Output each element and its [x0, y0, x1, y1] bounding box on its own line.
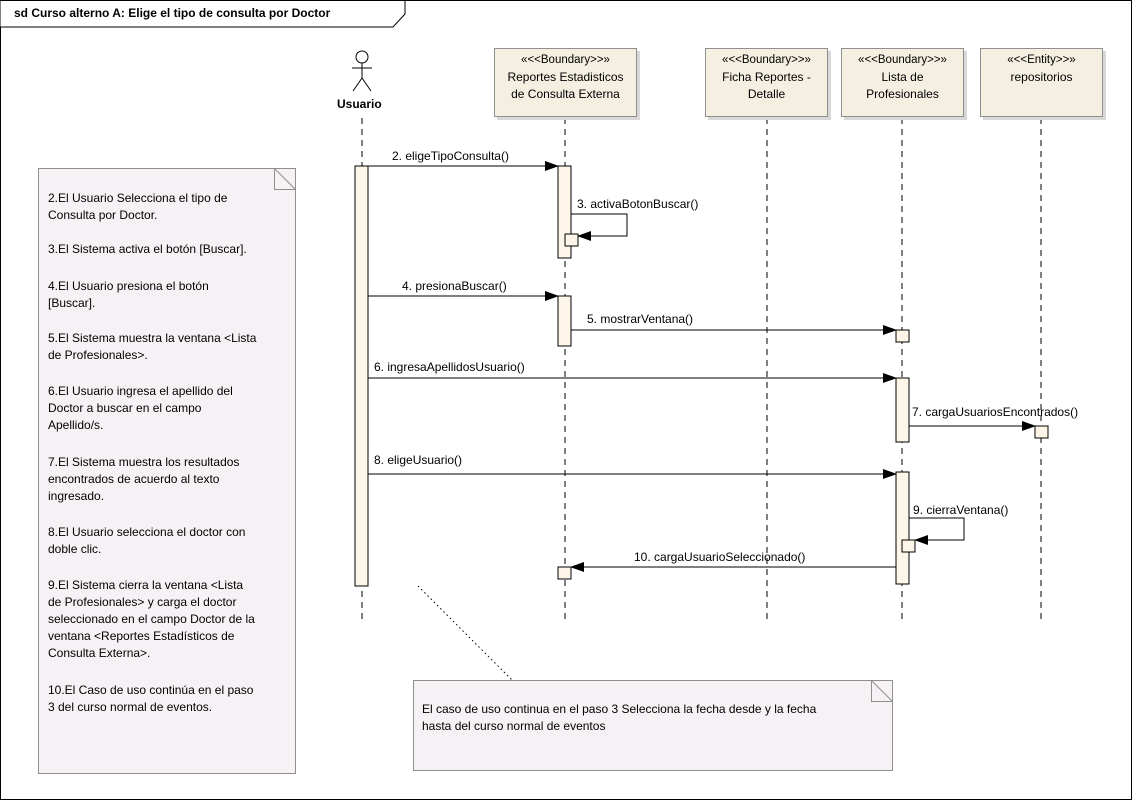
- steps-note-line: 3.El Sistema activa el botón [Buscar].: [48, 242, 247, 256]
- steps-note-line: 2.El Usuario Selecciona el tipo de: [48, 191, 228, 205]
- lifeline-name: Detalle: [747, 87, 786, 101]
- lifeline-name: Reportes Estadisticos: [507, 70, 624, 84]
- lifeline-head-ficha: «<<Boundary>>» Ficha Reportes - Detalle: [705, 48, 828, 117]
- stereotype-label: «<<Boundary>>»: [722, 54, 811, 66]
- lifeline-head-repositorios: «<<Entity>>» repositorios: [980, 48, 1103, 117]
- steps-note-line: 3 del curso normal de eventos.: [48, 700, 213, 714]
- lifeline-name: Ficha Reportes -: [722, 70, 811, 84]
- steps-note-line: 10.El Caso de uso continúa en el paso: [48, 683, 254, 697]
- frame-tab: [0, 0, 406, 28]
- message-label-4: 4. presionaBuscar(): [402, 279, 507, 293]
- note-anchor-line: [417, 585, 513, 681]
- continue-note: El caso de uso continua en el paso 3 Sel…: [413, 680, 893, 771]
- lifeline-head-lista: «<<Boundary>>» Lista de Profesionales: [841, 48, 964, 117]
- note-fold-icon: [871, 680, 893, 702]
- message-arrow-9: [909, 517, 965, 545]
- lifeline-name: Lista de: [881, 70, 924, 84]
- message-label-7: 7. cargaUsuariosEncontrados(): [912, 405, 1079, 419]
- actor-icon: [352, 50, 372, 92]
- steps-note-line: Doctor a buscar en el campo: [48, 401, 202, 415]
- activation-reportes-3: [557, 566, 572, 580]
- message-arrow-3: [571, 213, 628, 241]
- steps-note-line: 6.El Usuario ingresa el apellido del: [48, 384, 233, 398]
- continue-note-line: hasta del curso normal de eventos: [422, 719, 606, 733]
- steps-note-line: de Profesionales>.: [48, 348, 148, 362]
- steps-note-line: ingresado.: [48, 489, 105, 503]
- steps-note-line: doble clic.: [48, 542, 102, 556]
- steps-note-line: Consulta por Doctor.: [48, 208, 158, 222]
- message-label-5: 5. mostrarVentana(): [587, 312, 694, 326]
- lifeline-name: repositorios: [1010, 70, 1073, 84]
- message-label-3: 3. activaBotonBuscar(): [577, 197, 699, 211]
- continue-note-line: El caso de uso continua en el paso 3 Sel…: [422, 702, 817, 716]
- steps-note-line: seleccionado en el campo Doctor de la: [48, 612, 255, 626]
- lifeline-head-reportes: «<<Boundary>>» Reportes Estadisticos de …: [494, 48, 637, 117]
- activation-lista-3: [895, 471, 910, 585]
- stereotype-label: «<<Boundary>>»: [858, 54, 947, 66]
- steps-note-line: encontrados de acuerdo al texto: [48, 472, 220, 486]
- activation-usuario: [354, 165, 369, 587]
- message-label-8: 8. eligeUsuario(): [374, 453, 463, 467]
- note-fold-icon: [274, 168, 296, 190]
- stereotype-label: «<<Boundary>>»: [521, 54, 610, 66]
- activation-repositorios: [1034, 425, 1049, 439]
- steps-note-line: 7.El Sistema muestra los resultados: [48, 455, 240, 469]
- steps-note-line: 9.El Sistema cierra la ventana <Lista: [48, 578, 244, 592]
- activation-lista-2: [895, 377, 910, 443]
- lifeline-name: Profesionales: [866, 87, 939, 101]
- steps-note-line: Apellido/s.: [48, 418, 104, 432]
- steps-note-line: Consulta Externa>.: [48, 646, 151, 660]
- stereotype-label: «<<Entity>>»: [1007, 54, 1076, 66]
- message-label-9: 9. cierraVentana(): [913, 503, 1009, 517]
- message-label-2: 2. eligeTipoConsulta(): [392, 149, 509, 163]
- steps-note: 2.El Usuario Selecciona el tipo de Consu…: [38, 168, 296, 774]
- lifeline-name: de Consulta Externa: [511, 87, 620, 101]
- message-label-10: 10. cargaUsuarioSeleccionado(): [634, 550, 806, 564]
- steps-note-line: 4.El Usuario presiona el botón: [48, 279, 209, 293]
- activation-reportes-2: [557, 295, 572, 347]
- steps-note-line: 8.El Usuario selecciona el doctor con: [48, 525, 246, 539]
- steps-note-line: ventana <Reportes Estadísticos de: [48, 629, 235, 643]
- frame-title: sd Curso alterno A: Elige el tipo de con…: [14, 6, 331, 20]
- actor-label: Usuario: [337, 97, 382, 111]
- steps-note-line: de Profesionales> y carga el doctor: [48, 595, 237, 609]
- activation-lista-self: [901, 539, 916, 553]
- activation-lista-1: [895, 329, 910, 343]
- activation-reportes-self: [564, 233, 579, 247]
- steps-note-line: [Buscar].: [48, 296, 96, 310]
- steps-note-line: 5.El Sistema muestra la ventana <Lista: [48, 331, 257, 345]
- message-label-6: 6. ingresaApellidosUsuario(): [374, 360, 525, 374]
